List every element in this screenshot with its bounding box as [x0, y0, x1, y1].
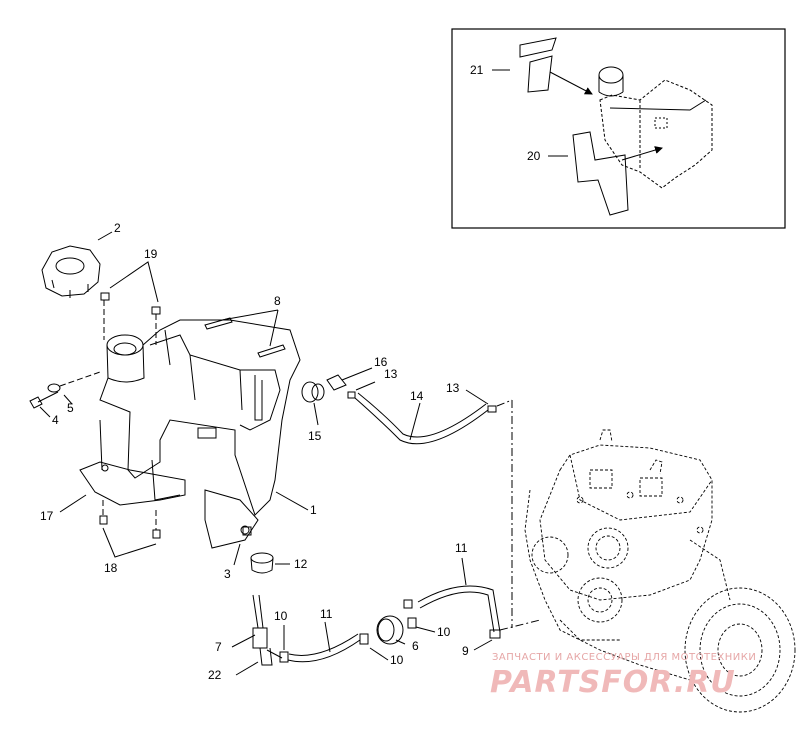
callout-10a: 10	[274, 609, 288, 623]
decal-strips	[204, 309, 286, 358]
callout-21: 21	[470, 63, 484, 77]
callout-22: 22	[208, 668, 222, 682]
inset-reservoir	[598, 66, 713, 189]
callout-16: 16	[374, 355, 388, 369]
decal-20	[572, 131, 629, 216]
callout-2: 2	[114, 221, 121, 235]
callout-1: 1	[310, 503, 317, 517]
coolant-reservoir	[99, 319, 309, 549]
callout-11b: 11	[455, 541, 468, 555]
callout-7: 7	[215, 640, 222, 654]
callout-12: 12	[294, 557, 308, 571]
callout-19: 19	[144, 247, 158, 261]
callout-17: 17	[40, 509, 54, 523]
filler-cap	[41, 231, 113, 298]
inset-detail	[451, 28, 786, 229]
fasteners	[29, 261, 252, 566]
decal-21	[519, 37, 557, 93]
callout-9: 9	[462, 644, 469, 658]
callout-6: 6	[412, 639, 419, 653]
callout-18: 18	[104, 561, 118, 575]
watermark: ЗАПЧАСТИ И АКСЕССУАРЫ ДЛЯ МОТОТЕХНИКИ PA…	[490, 652, 756, 700]
callout-20: 20	[527, 149, 541, 163]
watermark-brand: PARTSFOR.RU	[490, 665, 736, 700]
callout-3: 3	[224, 567, 231, 581]
callout-13a: 13	[384, 367, 398, 381]
guard-plate	[59, 461, 186, 513]
callout-5: 5	[67, 401, 74, 415]
callout-11a: 11	[320, 607, 333, 621]
callout-8: 8	[274, 294, 281, 308]
hose-14	[354, 392, 513, 628]
callout-14: 14	[410, 389, 424, 403]
callout-labels: 1 2 3 4 5 6 7 8 9 10 10 10 11 11 12 13 1…	[40, 63, 541, 682]
callout-15: 15	[308, 429, 322, 443]
engine-block	[524, 429, 796, 713]
watermark-tagline: ЗАПЧАСТИ И АКСЕССУАРЫ ДЛЯ МОТОТЕХНИКИ	[492, 652, 756, 663]
callout-10c: 10	[437, 625, 451, 639]
callout-13b: 13	[446, 381, 460, 395]
callout-4: 4	[52, 413, 59, 427]
small-parts	[250, 367, 497, 574]
lower-hose-assembly	[231, 557, 541, 676]
callout-10b: 10	[390, 653, 404, 667]
